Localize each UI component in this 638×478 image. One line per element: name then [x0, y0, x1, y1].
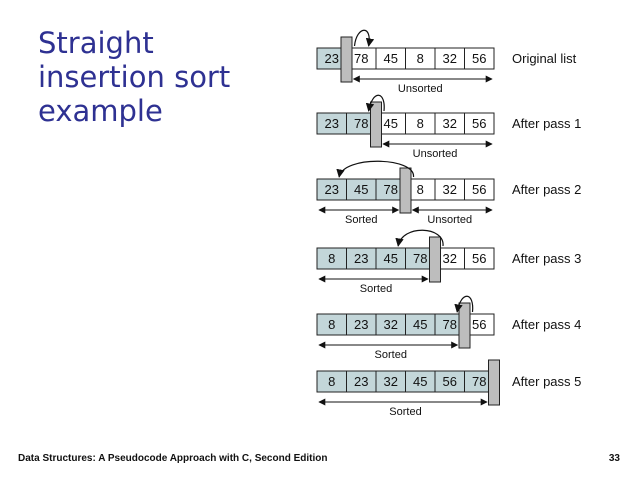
cell-value: 23 — [354, 251, 368, 266]
cell-value: 8 — [328, 251, 335, 266]
cell-value: 45 — [384, 116, 398, 131]
wall-marker — [399, 167, 412, 214]
insert-arrow — [353, 29, 375, 47]
wall-marker — [458, 302, 471, 349]
cell-value: 32 — [384, 317, 398, 332]
cell-value: 56 — [443, 374, 457, 389]
cell-value: 45 — [384, 51, 398, 66]
cell-value: 23 — [354, 317, 368, 332]
footer-citation: Data Structures: A Pseudocode Approach w… — [18, 453, 328, 464]
cell-value: 32 — [384, 374, 398, 389]
cell-value: 45 — [354, 182, 368, 197]
pass-label: After pass 3 — [512, 251, 581, 266]
wall-marker — [429, 236, 441, 283]
sorted-label: Sorted — [345, 214, 377, 226]
cell-value: 78 — [384, 182, 398, 197]
cell-value: 56 — [472, 51, 486, 66]
cell — [464, 178, 495, 201]
insert-arrow — [395, 229, 444, 247]
wall-marker — [340, 36, 353, 83]
cell-value: 8 — [417, 51, 424, 66]
cell-value: 23 — [325, 51, 339, 66]
sorted-label: Sorted — [360, 283, 392, 295]
cell-value: 45 — [413, 317, 427, 332]
cell-value: 23 — [325, 182, 339, 197]
unsorted-label: Unsorted — [398, 83, 443, 95]
cell-value: 45 — [413, 374, 427, 389]
cell-value: 32 — [443, 182, 457, 197]
pass-label: After pass 5 — [512, 374, 581, 389]
cell-value: 56 — [472, 251, 486, 266]
pass-label: After pass 4 — [512, 317, 581, 332]
title-line-2: insertion sort — [38, 60, 231, 94]
cell-value: 23 — [354, 374, 368, 389]
slide-title: Straight insertion sort example — [38, 26, 278, 128]
cell-value: 78 — [443, 317, 457, 332]
title-line-3: example — [38, 94, 163, 128]
cell-value: 32 — [443, 51, 457, 66]
cell — [464, 47, 495, 70]
cell-value: 78 — [354, 116, 368, 131]
cell-value: 78 — [413, 251, 427, 266]
sorted-label: Sorted — [389, 406, 421, 418]
wall-marker — [370, 101, 382, 148]
cell-value: 8 — [328, 374, 335, 389]
cell-value: 32 — [443, 116, 457, 131]
cell-value: 56 — [472, 317, 486, 332]
insert-arrow — [336, 160, 415, 178]
wall-marker — [488, 359, 500, 406]
cell-value: 8 — [328, 317, 335, 332]
pass-label: Original list — [512, 51, 577, 66]
cell-value: 8 — [417, 182, 424, 197]
cell-value: 45 — [384, 251, 398, 266]
sorted-label: Sorted — [375, 349, 407, 361]
cell-value: 78 — [472, 374, 486, 389]
cell — [464, 112, 495, 135]
insert-arrow — [454, 295, 474, 313]
unsorted-label: Unsorted — [427, 214, 472, 226]
title-line-1: Straight — [38, 26, 154, 60]
cell-value: 78 — [354, 51, 368, 66]
cell-value: 56 — [472, 116, 486, 131]
cell-value: 56 — [472, 182, 486, 197]
cell-value: 8 — [417, 116, 424, 131]
cell-value: 23 — [325, 116, 339, 131]
pass-label: After pass 1 — [512, 116, 581, 131]
page-number: 33 — [608, 453, 620, 464]
cell-value: 32 — [443, 251, 457, 266]
unsorted-label: Unsorted — [413, 148, 458, 160]
pass-label: After pass 2 — [512, 182, 581, 197]
cell — [464, 247, 495, 270]
insert-arrow — [365, 94, 385, 112]
